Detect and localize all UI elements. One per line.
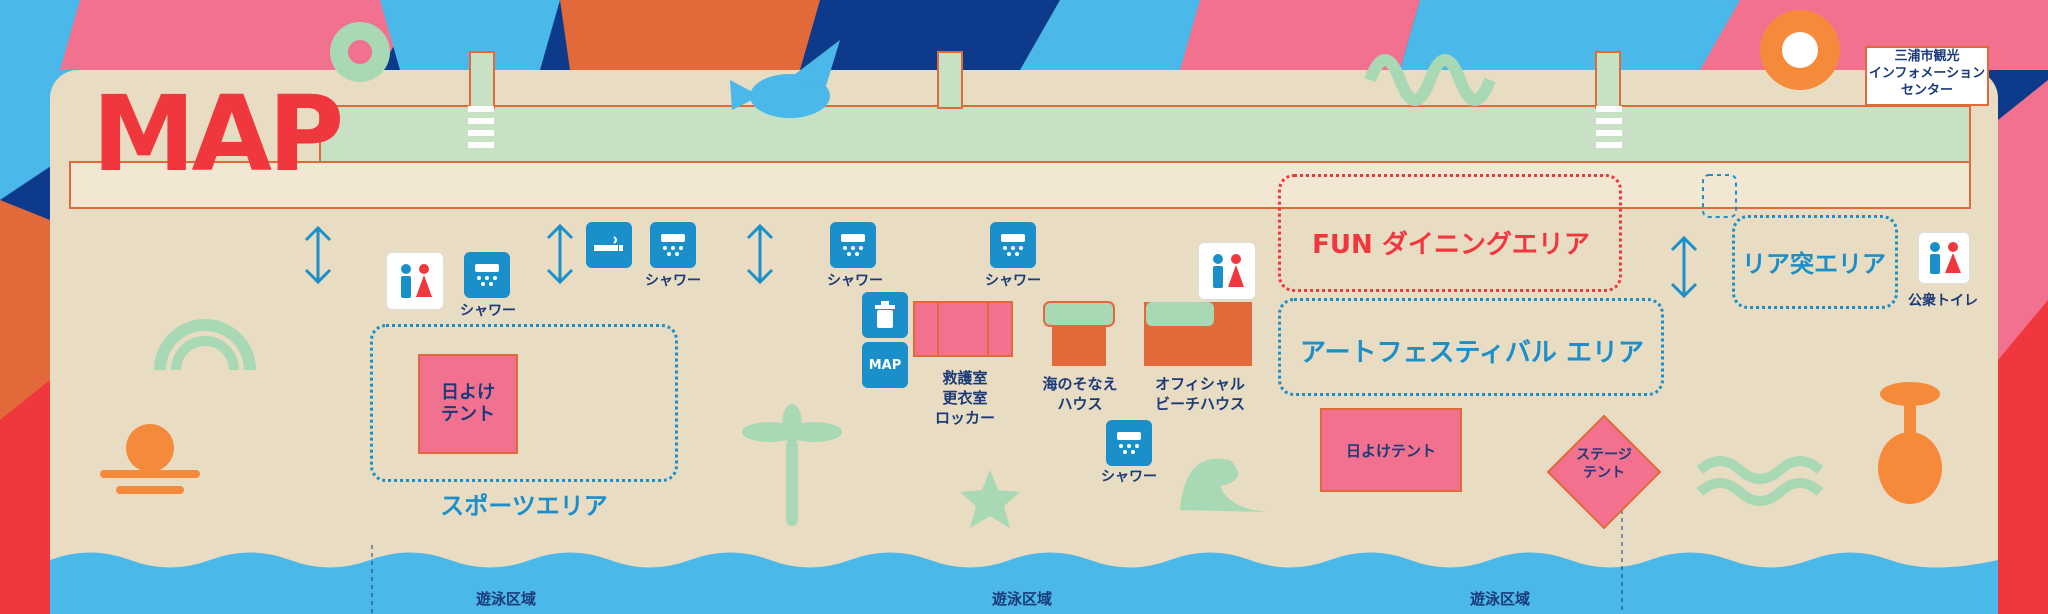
sunshade-tent-sports-label-2: テント bbox=[441, 404, 495, 425]
info-center-sign[interactable]: 三浦市観光 インフォメーション センター bbox=[1865, 46, 1989, 106]
art-festival-area-label[interactable]: アートフェスティバル エリア bbox=[1300, 338, 1644, 368]
art-festival-area-outline bbox=[1278, 298, 1664, 396]
promenade bbox=[69, 161, 1971, 209]
bird-icon bbox=[730, 40, 840, 118]
sports-area-outline bbox=[370, 324, 678, 482]
shower-icon[interactable] bbox=[464, 252, 510, 298]
toilet-icon[interactable] bbox=[386, 252, 444, 310]
palm-island-icon bbox=[1878, 382, 1942, 504]
sea-wave-icon bbox=[1696, 456, 1824, 506]
smoking-icon[interactable] bbox=[586, 222, 632, 268]
fun-dining-area-outline bbox=[1278, 174, 1622, 292]
official-beach-house-label-2: ビーチハウス bbox=[1154, 395, 1245, 413]
public-toilet-icon[interactable] bbox=[1918, 232, 1970, 284]
shower-label: シャワー bbox=[827, 273, 883, 289]
trash-glyph bbox=[875, 301, 895, 328]
shower-glyph bbox=[661, 234, 685, 256]
first-aid-building bbox=[913, 301, 1013, 357]
shower-label: シャワー bbox=[1101, 469, 1157, 485]
map-sign-label: MAP bbox=[868, 357, 902, 373]
first-aid-label[interactable]: 救護室 更衣室 ロッカー bbox=[910, 368, 1020, 428]
first-aid-label-1: 救護室 bbox=[942, 369, 988, 387]
toilet-icon[interactable] bbox=[1198, 242, 1256, 300]
shower-icon[interactable] bbox=[1106, 420, 1152, 466]
ria-totsu-area-outline bbox=[1732, 215, 1898, 309]
fun-dining-area-label[interactable]: FUN ダイニングエリア bbox=[1312, 230, 1590, 260]
palm-icon bbox=[742, 404, 842, 526]
stage-tent-label-1: ステージ bbox=[1576, 447, 1632, 463]
stage-tent-label-2: テント bbox=[1583, 465, 1625, 481]
shower-label: シャワー bbox=[460, 303, 516, 319]
umi-house-label-1: 海のそなえ bbox=[1042, 375, 1118, 393]
shower-icon[interactable] bbox=[830, 222, 876, 268]
umi-house-label[interactable]: 海のそなえ ハウス bbox=[1030, 374, 1130, 414]
sports-area-label[interactable]: スポーツエリア bbox=[440, 492, 608, 520]
shower-glyph bbox=[1117, 432, 1141, 454]
smoking-glyph bbox=[594, 236, 623, 251]
shower-icon[interactable] bbox=[650, 222, 696, 268]
umi-house-label-2: ハウス bbox=[1057, 395, 1103, 413]
stage-tent bbox=[1546, 414, 1662, 530]
toilet-glyph bbox=[401, 264, 432, 298]
flower-icon bbox=[330, 22, 390, 82]
sun-icon bbox=[100, 424, 200, 494]
crosswalk bbox=[468, 106, 1622, 148]
ria-totsu-area-label[interactable]: リア突エリア bbox=[1742, 250, 1886, 278]
wave-icon bbox=[1180, 458, 1270, 512]
official-beach-house-label[interactable]: オフィシャル ビーチハウス bbox=[1140, 374, 1260, 414]
toilet-glyph bbox=[1930, 242, 1961, 274]
sunshade-tent-sports-label-1: 日よけ bbox=[441, 382, 495, 403]
swim-zone-label: 遊泳区域 bbox=[475, 590, 536, 608]
sunshade-tent-label: 日よけテント bbox=[1345, 441, 1436, 460]
swim-zone-label: 遊泳区域 bbox=[991, 590, 1052, 608]
sea bbox=[50, 552, 1998, 614]
map-sign[interactable]: MAP bbox=[862, 342, 908, 388]
shower-label: シャワー bbox=[645, 273, 701, 289]
sunshade-tent-sports[interactable]: 日よけ テント bbox=[418, 354, 518, 454]
updown-arrow-icon bbox=[304, 223, 1698, 299]
shower-glyph bbox=[1001, 234, 1025, 256]
shower-glyph bbox=[841, 234, 865, 256]
toilet-glyph bbox=[1213, 254, 1244, 288]
stage-tent-label[interactable]: ステージ テント bbox=[1570, 446, 1638, 482]
sunburst-icon bbox=[1760, 10, 1840, 90]
public-toilet-label: 公衆トイレ bbox=[1908, 293, 1978, 309]
official-beach-house-label-1: オフィシャル bbox=[1155, 375, 1245, 393]
first-aid-label-3: ロッカー bbox=[934, 409, 995, 427]
sunshade-tent[interactable]: 日よけテント bbox=[1320, 408, 1462, 492]
shower-glyph bbox=[475, 264, 499, 286]
squiggle-icon bbox=[1364, 54, 1496, 106]
info-center-label-1: 三浦市観光 bbox=[1894, 49, 1960, 64]
road bbox=[319, 105, 1971, 163]
trash-icon[interactable] bbox=[862, 292, 908, 338]
shower-icon[interactable] bbox=[990, 222, 1036, 268]
info-center-label-2: インフォメーション bbox=[1868, 66, 1986, 81]
info-center-label-3: センター bbox=[1900, 83, 1953, 98]
map-title: MAP bbox=[92, 73, 344, 195]
arch-icon bbox=[154, 319, 256, 371]
swim-zone-label: 遊泳区域 bbox=[1469, 590, 1530, 608]
first-aid-label-2: 更衣室 bbox=[942, 389, 988, 407]
starfish-icon bbox=[960, 470, 1020, 528]
shower-label: シャワー bbox=[985, 273, 1041, 289]
